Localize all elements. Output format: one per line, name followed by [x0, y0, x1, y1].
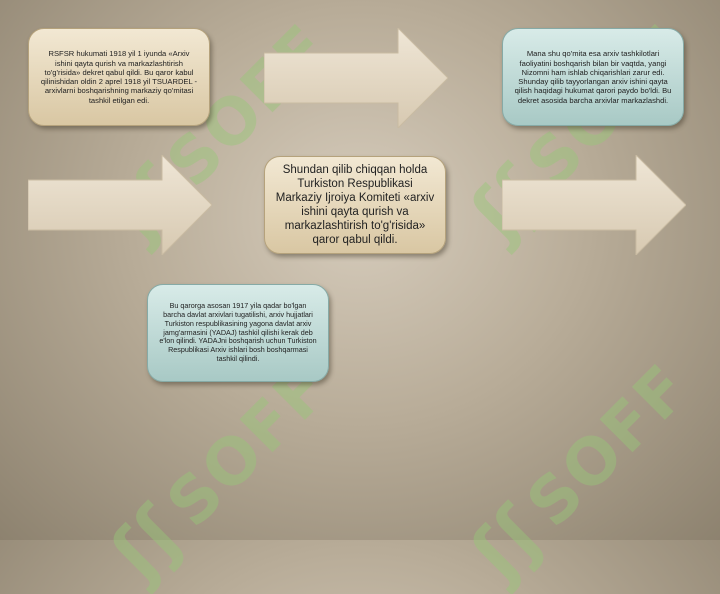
text-box-decree-1918: RSFSR hukumati 1918 yil 1 iyunda «Arxiv …	[28, 28, 210, 126]
arrow-right-top	[264, 28, 448, 128]
text-box-yadaj: Bu qarorga asosan 1917 yila qadar bo'lga…	[147, 284, 329, 382]
text-box-turkistan-resolution: Shundan qilib chiqqan holda Turkiston Re…	[264, 156, 446, 254]
text-box-yadaj-text: Bu qarorga asosan 1917 yila qadar bo'lga…	[159, 301, 317, 363]
arrow-right-middle-right	[502, 155, 686, 255]
text-box-turkistan-resolution-text: Shundan qilib chiqqan holda Turkiston Re…	[275, 163, 435, 247]
arrow-right-middle-left	[28, 155, 212, 255]
text-box-committee-text: Mana shu qo'mita esa arxiv tashkilotlari…	[514, 49, 672, 105]
text-box-decree-1918-text: RSFSR hukumati 1918 yil 1 iyunda «Arxiv …	[40, 49, 198, 105]
watermark-bottom-right: ʃʃSOFF	[455, 350, 705, 594]
text-box-committee: Mana shu qo'mita esa arxiv tashkilotlari…	[502, 28, 684, 126]
